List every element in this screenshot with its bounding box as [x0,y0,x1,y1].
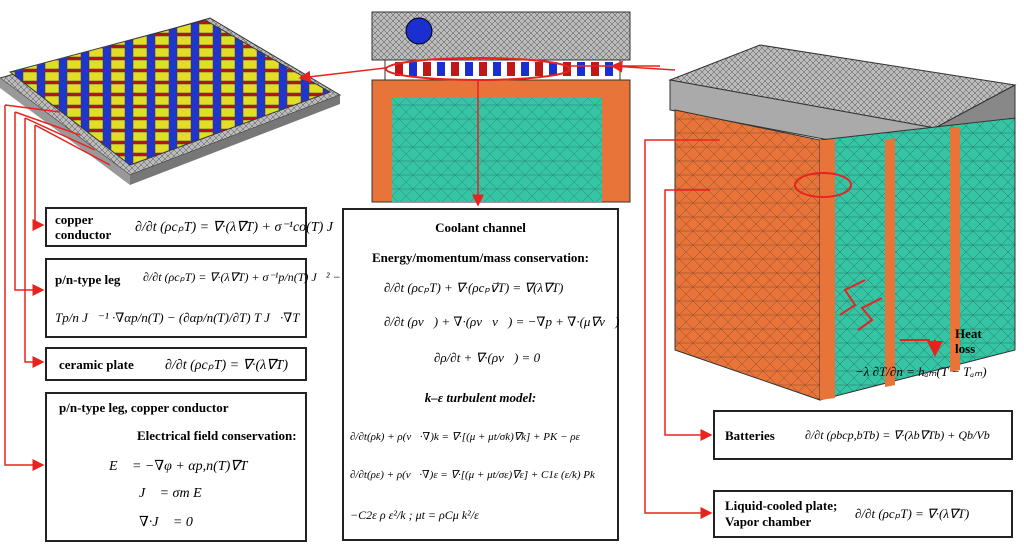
thermoelectric-leg [521,62,529,76]
thermoelectric-leg [591,62,599,76]
connector-lines [4,66,720,519]
thermoelectric-leg [493,62,501,76]
battery-pack-image [668,44,1017,401]
pn-equation-2: Tp/n J⃗⁻¹ ·∇αp/n(T) − (∂αp/n(T)/∂T) T J⃗… [55,310,300,325]
thermoelectric-leg [465,62,473,76]
pn-leg-box: p/n-type leg ∂/∂t (ρcₚT) = ∇·(λ∇T) + σ⁻¹… [45,258,341,338]
thermoelectric-leg [549,62,557,76]
thermoelectric-leg [605,62,613,76]
thermoelectric-leg [563,62,571,76]
ceramic-label: ceramic plate [59,357,134,372]
coolant-mut-equation: −C2ε ρ ε²/k ; μt = ρCμ k²/ε [350,508,479,522]
pn-label: p/n-type leg [55,272,121,287]
copper-equation: ∂/∂t (ρcₚT) = ∇·(λ∇T) + σ⁻¹co(T) J⃗² [135,220,349,235]
coolant-epsilon-equation: ∂/∂t(ρε) + ρ(v⃗·∇)ε = ∇·[(μ + μt/σε)∇ε] … [350,469,595,481]
thermoelectric-leg [451,62,459,76]
coolant-channel-box: Coolant channel Energy/momentum/mass con… [342,208,619,541]
ceramic-equation: ∂/∂t (ρcₚT) = ∇·(λ∇T) [165,358,289,373]
electrical-equation-3: ∇·J⃗ = 0 [139,515,193,530]
thermoelectric-leg [535,62,543,76]
tec-module-image [0,17,342,185]
batteries-label: Batteries [725,428,775,443]
coolant-subtitle-conservation: Energy/momentum/mass conservation: [371,250,589,265]
heat-label-2: loss [955,341,976,356]
thermoelectric-leg [437,62,445,76]
heat-label-1: Heat [955,326,982,341]
cooling-plate-box: Liquid-cooled plate;Vapor chamber ∂/∂t (… [713,490,1013,538]
coolant-k-equation: ∂/∂t(ρk) + ρ(v⃗·∇)k = ∇·[(μ + μt/σk)∇k] … [350,431,580,443]
plate-label-1: Liquid-cooled plate; [725,498,838,513]
copper-label-2: conductor [55,227,112,242]
thermoelectric-leg [479,62,487,76]
electrical-subtitle: Electrical field conservation: [137,428,297,443]
thermoelectric-leg [577,62,585,76]
plate-label-2: Vapor chamber [725,514,812,529]
thermoelectric-leg [395,62,403,76]
thermoelectric-leg [409,62,417,76]
coolant-momentum-equation: ∂/∂t (ρv⃗) + ∇·(ρv⃗v⃗) = −∇p + ∇·(μ∇v⃗) [384,314,620,329]
coolant-subtitle-turbulent: k–ε turbulent model: [424,390,537,405]
electrical-field-box: p/n-type leg, copper conductor Electrica… [45,392,307,542]
thermoelectric-leg [507,62,515,76]
coolant-title: Coolant channel [435,220,526,235]
cross-section-image [371,11,631,203]
plate-equation: ∂/∂t (ρcₚT) = ∇·(λ∇T) [855,506,970,521]
electrical-equation-2: J⃗ = σm E⃗ [139,486,213,501]
ceramic-plate-box: ceramic plate ∂/∂t (ρcₚT) = ∇·(λ∇T) [45,347,307,381]
electrical-title: p/n-type leg, copper conductor [59,400,229,415]
pn-equation-1: ∂/∂t (ρcₚT) = ∇·(λ∇T) + σ⁻¹p/n(T) J⃗² − [143,270,341,284]
coolant-energy-equation: ∂/∂t (ρcₚT) + ∇·(ρcₚv⃗T) = ∇(λ∇T) [384,280,564,295]
batteries-equation: ∂/∂t (ρbcp,bTb) = ∇·(λb∇Tb) + Qb/Vb [805,428,990,442]
coolant-mass-equation: ∂ρ/∂t + ∇·(ρv⃗) = 0 [434,350,541,365]
electrical-equation-1: E⃗ = −∇φ + αp,n(T)∇T [109,459,248,474]
copper-label-1: copper [55,212,94,227]
heat-loss-equation: −λ ∂T/∂n = hₐₘ(T − Tₐₘ) [855,364,987,379]
batteries-box: Batteries ∂/∂t (ρbcp,bTb) = ∇·(λb∇Tb) + … [713,410,1013,460]
thermoelectric-leg [423,62,431,76]
